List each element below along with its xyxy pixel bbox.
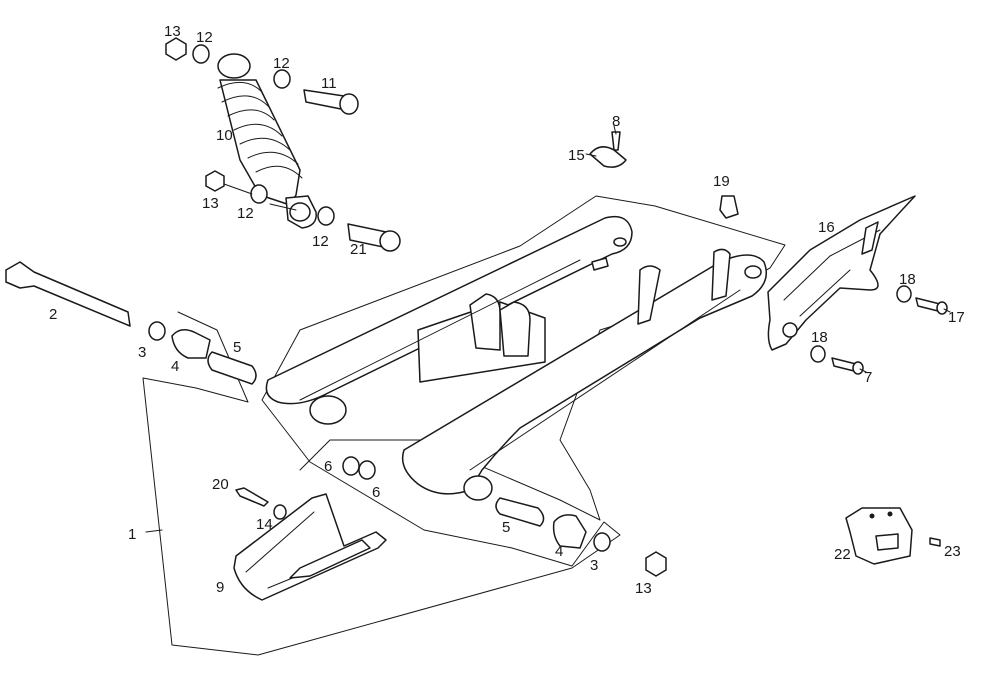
nut-13-top: [165, 37, 187, 61]
washer-3-left: [148, 321, 166, 341]
chain-guard-16: [767, 195, 916, 351]
clip-15: [589, 146, 627, 168]
callout-4: 4: [171, 358, 179, 375]
leader-1: [145, 529, 163, 533]
assembly-outline: [142, 195, 786, 656]
washer-12-low: [250, 184, 268, 204]
washer-6b: [358, 460, 376, 480]
shock-absorber: [217, 53, 317, 229]
callout-17: 17: [948, 309, 965, 326]
chain-slider-9: [233, 493, 387, 601]
callout-11: 11: [321, 75, 337, 92]
callout-23: 23: [944, 543, 961, 560]
callout-15: 15: [568, 147, 585, 164]
callout-12: 12: [312, 233, 329, 250]
callout-13: 13: [202, 195, 219, 212]
callout-4: 4: [555, 543, 563, 560]
swingarm: [265, 215, 767, 501]
callout-13: 13: [164, 23, 181, 40]
callout-14: 14: [256, 516, 273, 533]
washer-18-bottom: [810, 345, 826, 363]
screw-20: [235, 487, 269, 507]
callout-5: 5: [233, 339, 241, 356]
bushing-4-left: [171, 329, 211, 359]
bushing-4-right: [552, 514, 587, 549]
callout-1: 1: [128, 526, 136, 543]
callout-18: 18: [811, 329, 828, 346]
callout-13: 13: [635, 580, 652, 597]
callout-5: 5: [502, 519, 510, 536]
callout-18: 18: [899, 271, 916, 288]
callout-16: 16: [818, 219, 835, 236]
washer-12-right: [317, 206, 335, 226]
washer-6a: [342, 456, 360, 476]
leader-lines: [223, 125, 951, 373]
screw-8: [611, 131, 621, 151]
washer-12-mid: [273, 69, 291, 89]
callout-8: 8: [612, 113, 620, 130]
screw-23: [929, 537, 941, 547]
chain-guide-22: [845, 507, 913, 565]
nut-14: [273, 504, 287, 520]
sleeve-5-right: [495, 497, 545, 527]
callout-9: 9: [216, 579, 224, 596]
nut-13-bottom: [645, 551, 667, 577]
callout-7: 7: [864, 369, 872, 386]
callout-2: 2: [49, 306, 57, 323]
callout-3: 3: [590, 557, 598, 574]
callout-19: 19: [713, 173, 730, 190]
callout-12: 12: [237, 205, 254, 222]
callout-10: 10: [216, 127, 233, 144]
callout-6: 6: [324, 458, 332, 475]
callout-12: 12: [196, 29, 213, 46]
callout-6: 6: [372, 484, 380, 501]
washer-3-right: [593, 532, 611, 552]
callout-21: 21: [350, 241, 367, 258]
callout-3: 3: [138, 344, 146, 361]
washer-12-top: [192, 44, 210, 64]
axle-bolt-2: [5, 261, 131, 327]
nut-13-mid: [205, 170, 225, 192]
clip-19: [719, 195, 739, 219]
sleeve-5-left: [207, 351, 257, 385]
washer-18-top: [896, 285, 912, 303]
callout-labels: 13 12 12 11 10 13 12 12 21 8 15 19 16 18…: [49, 23, 965, 597]
callout-22: 22: [834, 546, 851, 563]
callout-20: 20: [212, 476, 229, 493]
callout-12: 12: [273, 55, 290, 72]
